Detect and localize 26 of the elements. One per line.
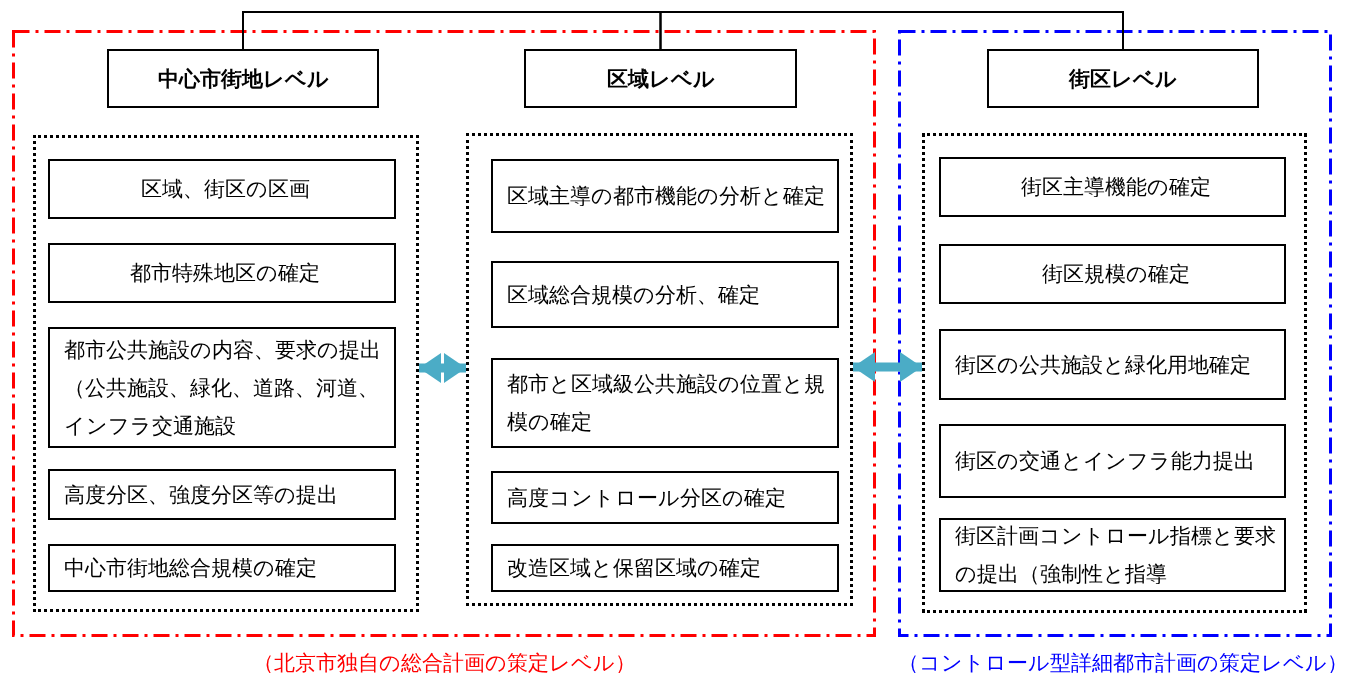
connector-line xyxy=(242,11,662,50)
level-box: 区域レベル xyxy=(524,49,797,108)
dotted-group xyxy=(33,135,419,612)
task-box: 街区計画コントロール指標と要求の提出（強制性と指導 xyxy=(939,518,1286,592)
dotted-group xyxy=(466,133,853,606)
task-box: 中心市街地総合規模の確定 xyxy=(48,544,396,592)
task-box: 区域、街区の区画 xyxy=(48,159,396,219)
task-box: 高度分区、強度分区等の提出 xyxy=(48,469,396,520)
task-box: 街区の公共施設と緑化用地確定 xyxy=(939,329,1286,400)
dotted-group xyxy=(922,133,1307,613)
task-box: 都市特殊地区の確定 xyxy=(48,243,396,303)
task-box: 改造区域と保留区域の確定 xyxy=(491,544,839,592)
task-box: 都市と区域級公共施設の位置と規模の確定 xyxy=(491,358,839,448)
frame-caption: （北京市独自の総合計画の策定レベル） xyxy=(251,650,637,673)
level-box: 中心市街地レベル xyxy=(107,49,379,108)
double-arrow xyxy=(419,353,466,383)
connector-line xyxy=(659,11,1124,50)
task-box: 高度コントロール分区の確定 xyxy=(491,471,839,524)
level-box: 街区レベル xyxy=(987,49,1259,108)
task-box: 都市公共施設の内容、要求の提出（公共施設、緑化、道路、河道、インフラ交通施設 xyxy=(48,327,396,448)
task-box: 区域主導の都市機能の分析と確定 xyxy=(491,159,839,233)
task-box: 街区主導機能の確定 xyxy=(939,157,1286,217)
task-box: 街区の交通とインフラ能力提出 xyxy=(939,424,1286,498)
task-box: 街区規模の確定 xyxy=(939,244,1286,304)
double-arrow xyxy=(853,352,922,382)
task-box: 区域総合規模の分析、確定 xyxy=(491,261,839,328)
